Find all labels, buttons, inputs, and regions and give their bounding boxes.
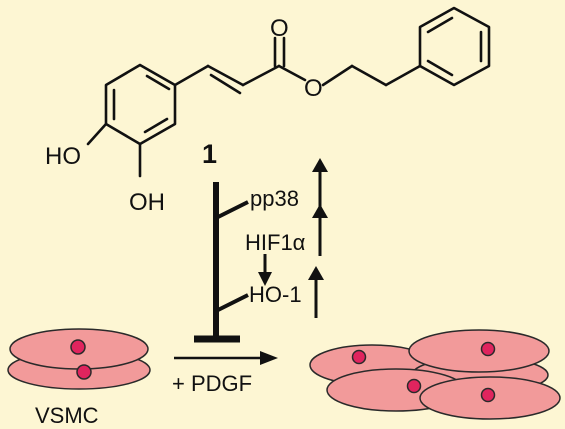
alkene-double-bond [209, 73, 242, 95]
catechol-ring-double-bond [145, 74, 171, 91]
upregulation-arrows [258, 158, 328, 318]
carbonyl-bond [241, 64, 281, 87]
catechol-ring-double-bond [143, 117, 169, 134]
proliferated-cells [309, 329, 561, 420]
branch-pp38 [215, 200, 249, 220]
ch2-ch2 [350, 64, 388, 87]
pp38-up-arrow-icon [312, 158, 328, 210]
ho1-up-arrow-icon [308, 266, 324, 318]
phenyl-ring [418, 6, 491, 87]
branch-ho1 [215, 293, 249, 313]
hydroxyl-meta-label: OH [129, 189, 165, 216]
ho-bond [86, 122, 108, 146]
hif-to-ho1-down-arrow-icon [258, 254, 272, 286]
hif1a-up-arrow-icon [312, 204, 328, 256]
treatment-arrow [174, 351, 278, 365]
proliferated-cell [408, 329, 550, 373]
catechol-ring [104, 63, 177, 146]
vsmc-label: VSMC [35, 403, 99, 428]
arrow-right-icon [260, 351, 278, 365]
compound-number: 1 [202, 139, 217, 169]
carbonyl-oxygen-label: O [270, 15, 289, 42]
pathway-diagram [194, 182, 249, 343]
left-cell-pair [7, 328, 151, 390]
cell-nucleus [406, 378, 422, 394]
ho1-label: HO-1 [249, 282, 302, 307]
molecule-structure [86, 6, 491, 178]
ester-oxygen-label: O [304, 75, 323, 102]
phenyl-ring-double-bond [426, 59, 454, 77]
cell-nucleus [480, 341, 496, 357]
cell-nucleus [70, 339, 86, 355]
ester-bond [277, 64, 307, 82]
pdgf-label: + PDGF [172, 371, 252, 396]
cell-nucleus [480, 387, 496, 403]
chain-bond [173, 64, 210, 87]
hif1a-label: HIF1α [245, 230, 306, 255]
ch2-phenyl [384, 64, 422, 87]
ester-o-ch2 [321, 64, 354, 87]
alkene-bond [206, 64, 245, 87]
pp38-label: pp38 [250, 186, 299, 211]
phenyl-ring-double-bond [426, 16, 454, 34]
cell-nucleus [351, 349, 367, 365]
cell-nucleus [76, 364, 92, 380]
hydroxyl-para-label: HO [45, 143, 81, 170]
